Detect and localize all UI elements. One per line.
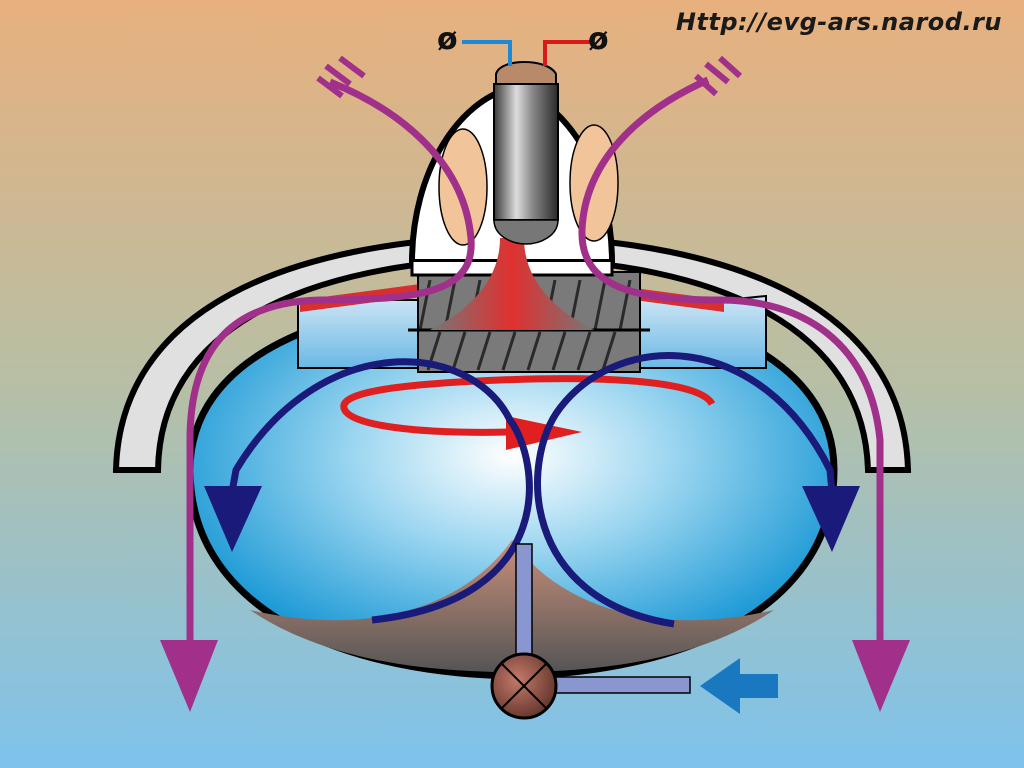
terminal-symbol-left: ø (437, 22, 458, 57)
rotation-path (340, 375, 716, 436)
impeller-blades (418, 279, 632, 371)
valve-icon (490, 652, 558, 720)
air-flow-right-tail (693, 55, 743, 97)
air-flow-left (160, 55, 475, 712)
air-flow-left-tail (316, 55, 366, 99)
wire-left (462, 40, 512, 66)
inlet-arrow-icon (700, 658, 778, 714)
vortex-left-arrowhead (204, 486, 262, 552)
cylinder-electrode-icon (493, 83, 559, 221)
vortex-right-path (534, 352, 836, 628)
electrode-tip (493, 219, 559, 245)
inlet-pipe-horizontal (549, 676, 691, 694)
site-url[interactable]: Http://evg-ars.narod.ru (675, 8, 1002, 36)
electrode-cap (495, 61, 557, 85)
wire-right (543, 40, 590, 66)
bottom-cone (250, 540, 774, 672)
vortex-right-arrowhead (802, 486, 860, 552)
plasma-plume (430, 238, 594, 330)
outer-shroud (112, 232, 912, 473)
air-flow-right (578, 55, 910, 712)
vortex-left-path (228, 358, 533, 624)
air-flow-right-arrowhead (852, 640, 910, 712)
heater-spot-left (438, 128, 488, 246)
air-flow-left-arrowhead (160, 640, 218, 712)
terminal-symbol-right: ø (588, 22, 609, 57)
